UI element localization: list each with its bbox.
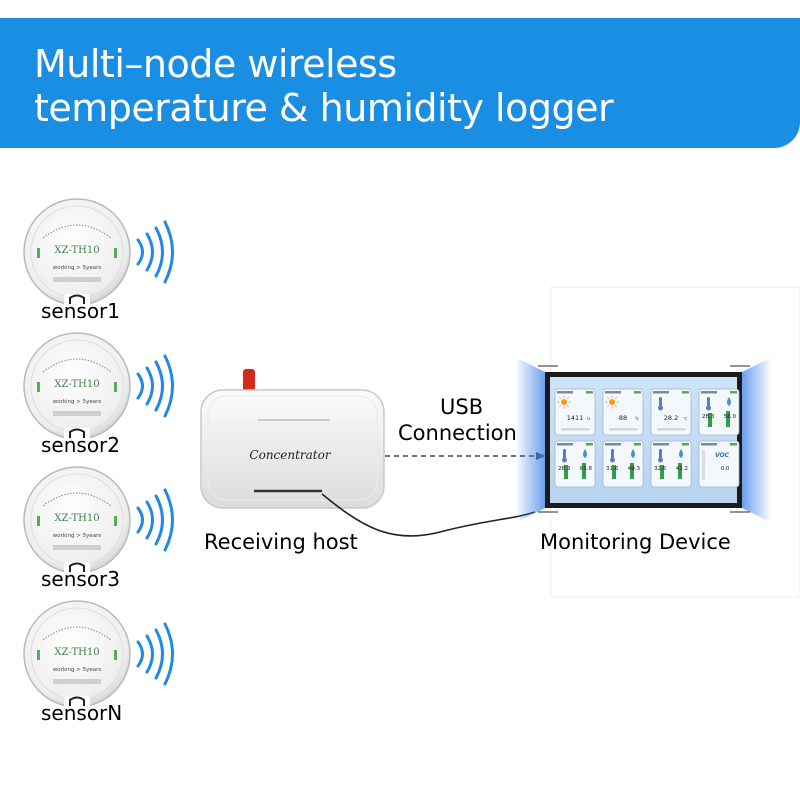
antenna <box>243 369 255 395</box>
connection-label: Connection <box>398 421 517 445</box>
tile-value-2: 0.0 <box>721 466 730 472</box>
sun-icon <box>557 395 571 409</box>
monitor-tile: 28.3 56.0 <box>698 388 740 436</box>
wireless-waves-icon <box>136 622 174 686</box>
sensor-caption: working > 5years <box>53 667 102 673</box>
wireless-waves-icon <box>136 354 174 418</box>
sensor-label: sensorN <box>41 701 123 725</box>
right-glow <box>742 358 770 522</box>
receiving-host-label: Receiving host <box>204 530 358 554</box>
humidity-drop-icon <box>679 449 683 458</box>
tile-unit: lx <box>587 416 591 421</box>
thermometer-icon <box>610 449 635 479</box>
wireless-waves-icon <box>136 220 174 284</box>
concentrator-text: Concentrator <box>249 448 331 462</box>
tile-value: 28.2 <box>664 414 678 422</box>
voc-icon <box>702 450 705 480</box>
tile-unit: % <box>635 416 639 421</box>
sensor-label: sensor2 <box>41 433 121 457</box>
usb-label: USB <box>440 395 484 419</box>
thermometer-icon <box>706 397 731 427</box>
humidity-drop-icon <box>631 449 635 458</box>
monitor-tile: 28.3 61.8 <box>554 440 596 488</box>
monitor-tile: 31.6 49.3 <box>602 440 644 488</box>
monitor-tile: 0.0 VOC <box>698 440 740 488</box>
title-line-1: Multi–node wireless <box>34 42 397 86</box>
sensor-model-text: XZ-TH10 <box>54 513 99 524</box>
humidity-drop-icon <box>583 449 587 458</box>
sensor-4: XZ-TH10 working > 5years <box>23 600 174 710</box>
sensor-1: XZ-TH10 working > 5years <box>23 198 174 308</box>
concentrator-device: Concentrator <box>200 369 385 509</box>
tile-unit: ℃ <box>683 416 688 421</box>
thermometer-icon <box>562 449 587 479</box>
tile-value-2: 61.8 <box>580 466 593 472</box>
sensor-caption: working > 5years <box>53 533 102 539</box>
monitor-tile: 88% <box>602 388 644 436</box>
humidity-drop-icon <box>727 397 731 406</box>
sensor-2: XZ-TH10 working > 5years <box>23 332 174 442</box>
tile-value: 31.6 <box>606 466 619 472</box>
sensor-caption: working > 5years <box>53 399 102 405</box>
sun-icon <box>605 395 619 409</box>
tile-value-2: 56.0 <box>724 414 737 420</box>
left-glow <box>517 358 545 522</box>
tile-value: 88 <box>619 414 627 422</box>
sensor-model-text: XZ-TH10 <box>54 379 99 390</box>
tile-value: 32.5 <box>654 466 667 472</box>
tile-voc-label: VOC <box>715 452 730 459</box>
thermometer-icon <box>658 397 663 411</box>
wireless-waves-icon <box>136 488 174 552</box>
sensor-model-text: XZ-TH10 <box>54 245 99 256</box>
monitor-tile: 28.2 ℃ <box>650 388 692 436</box>
tile-value: 28.3 <box>702 414 715 420</box>
monitoring-device-label: Monitoring Device <box>540 530 731 554</box>
tile-value: 1411 <box>567 414 584 422</box>
sensor-model-text: XZ-TH10 <box>54 647 99 658</box>
thermometer-icon <box>658 449 683 479</box>
tile-value: 28.3 <box>558 466 571 472</box>
tile-value-2: 49.3 <box>628 466 641 472</box>
header-banner: Multi–node wireless temperature & humidi… <box>0 18 800 148</box>
usb-cable <box>321 493 536 537</box>
monitor-tile: 32.5 41.2 <box>650 440 692 488</box>
sensor-label: sensor3 <box>41 567 121 591</box>
sensor-label: sensor1 <box>41 299 121 323</box>
title-line-2: temperature & humidity logger <box>34 86 614 130</box>
sensor-3: XZ-TH10 working > 5years <box>23 466 174 576</box>
sensor-caption: working > 5years <box>53 265 102 271</box>
tile-value-2: 41.2 <box>676 466 688 472</box>
